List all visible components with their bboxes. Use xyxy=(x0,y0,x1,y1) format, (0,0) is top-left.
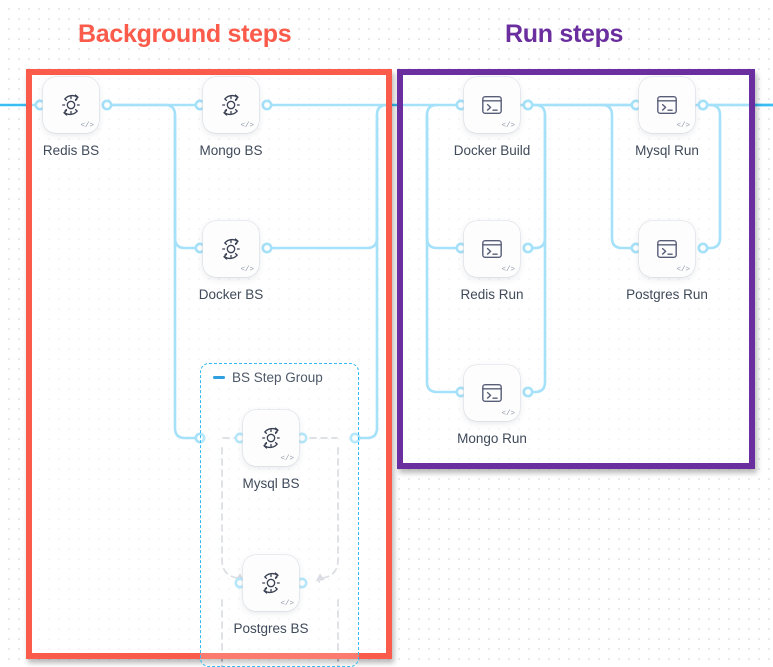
node-label: Mongo BS xyxy=(199,143,263,158)
node-label: Mysql BS xyxy=(242,476,300,491)
run-steps-boundary[interactable] xyxy=(397,69,755,469)
bs-step-group-header[interactable]: BS Step Group xyxy=(213,370,323,385)
gear-sync-icon xyxy=(262,572,280,594)
node-mongo-run[interactable]: </> Mongo Run xyxy=(457,365,527,446)
node-label: Postgres Run xyxy=(626,287,708,302)
code-badge: </> xyxy=(80,121,94,130)
node-card[interactable] xyxy=(639,77,695,133)
node-card[interactable] xyxy=(464,365,520,421)
node-label: Postgres BS xyxy=(233,621,309,636)
node-label: Mysql Run xyxy=(635,143,699,158)
code-badge: </> xyxy=(676,121,690,130)
dash-icon[interactable] xyxy=(213,376,225,379)
background-steps-title: Background steps xyxy=(78,20,292,48)
code-badge: </> xyxy=(501,409,515,418)
node-card[interactable] xyxy=(639,221,695,277)
node-label: Mongo Run xyxy=(457,431,527,446)
code-badge: </> xyxy=(501,265,515,274)
code-badge: </> xyxy=(676,265,690,274)
code-badge: </> xyxy=(240,121,254,130)
node-postgres-bs[interactable]: </> Postgres BS xyxy=(233,555,309,636)
bs-step-group-label: BS Step Group xyxy=(232,370,323,385)
node-docker-bs[interactable]: </> Docker BS xyxy=(199,221,263,302)
node-mysql-bs[interactable]: </> Mysql BS xyxy=(242,410,300,491)
code-badge: </> xyxy=(280,599,294,608)
terminal-icon xyxy=(482,95,502,115)
node-card[interactable] xyxy=(203,77,259,133)
node-card[interactable] xyxy=(464,77,520,133)
code-badge: </> xyxy=(240,265,254,274)
gear-sync-icon xyxy=(222,238,240,260)
node-label: Redis BS xyxy=(42,143,100,158)
gear-sync-icon xyxy=(62,94,80,116)
node-card[interactable] xyxy=(243,410,299,466)
node-redis-bs[interactable]: </> Redis BS xyxy=(43,77,99,158)
node-postgres-run[interactable]: </> Postgres Run xyxy=(626,221,708,302)
gear-sync-icon xyxy=(262,427,280,449)
node-docker-build[interactable]: </> Docker Build xyxy=(454,77,530,158)
code-badge: </> xyxy=(280,454,294,463)
node-label: Redis Run xyxy=(460,287,524,302)
node-redis-run[interactable]: </> Redis Run xyxy=(460,221,524,302)
background-steps-boundary[interactable] xyxy=(26,69,392,659)
node-label: Docker Build xyxy=(453,143,531,158)
terminal-icon xyxy=(657,95,677,115)
node-mongo-bs[interactable]: </> Mongo BS xyxy=(199,77,263,158)
node-mysql-run[interactable]: </> Mysql Run xyxy=(635,77,699,158)
run-steps-title: Run steps xyxy=(505,20,624,48)
node-card[interactable] xyxy=(243,555,299,611)
node-card[interactable] xyxy=(43,77,99,133)
node-label: Docker BS xyxy=(198,287,264,302)
terminal-icon xyxy=(657,239,677,259)
node-card[interactable] xyxy=(464,221,520,277)
terminal-icon xyxy=(482,383,502,403)
code-badge: </> xyxy=(501,121,515,130)
node-card[interactable] xyxy=(203,221,259,277)
gear-sync-icon xyxy=(222,94,240,116)
terminal-icon xyxy=(482,239,502,259)
